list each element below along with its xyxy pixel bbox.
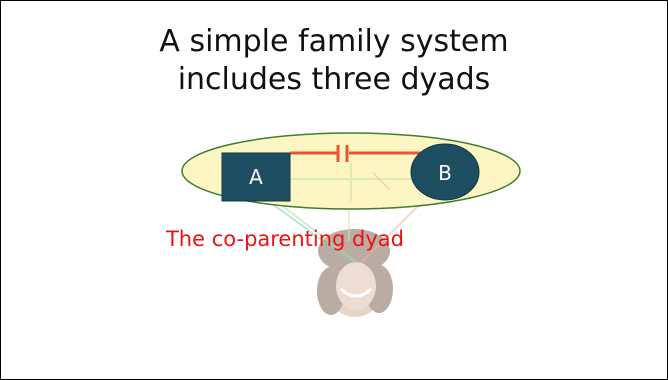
child-photo-icon bbox=[317, 229, 393, 317]
coparenting-line bbox=[290, 145, 423, 162]
parent-b-label: B bbox=[438, 161, 452, 185]
parent-a-label: A bbox=[249, 165, 263, 189]
parent-b-node: B bbox=[410, 143, 480, 201]
coparenting-dyad-caption: The co-parenting dyad bbox=[165, 227, 405, 251]
title-line-2: includes three dyads bbox=[177, 62, 491, 97]
parent-a-node: A bbox=[221, 152, 291, 202]
slide-title: A simple family system includes three dy… bbox=[1, 23, 667, 99]
inner-family-lines bbox=[291, 163, 413, 201]
title-line-1: A simple family system bbox=[159, 24, 509, 59]
